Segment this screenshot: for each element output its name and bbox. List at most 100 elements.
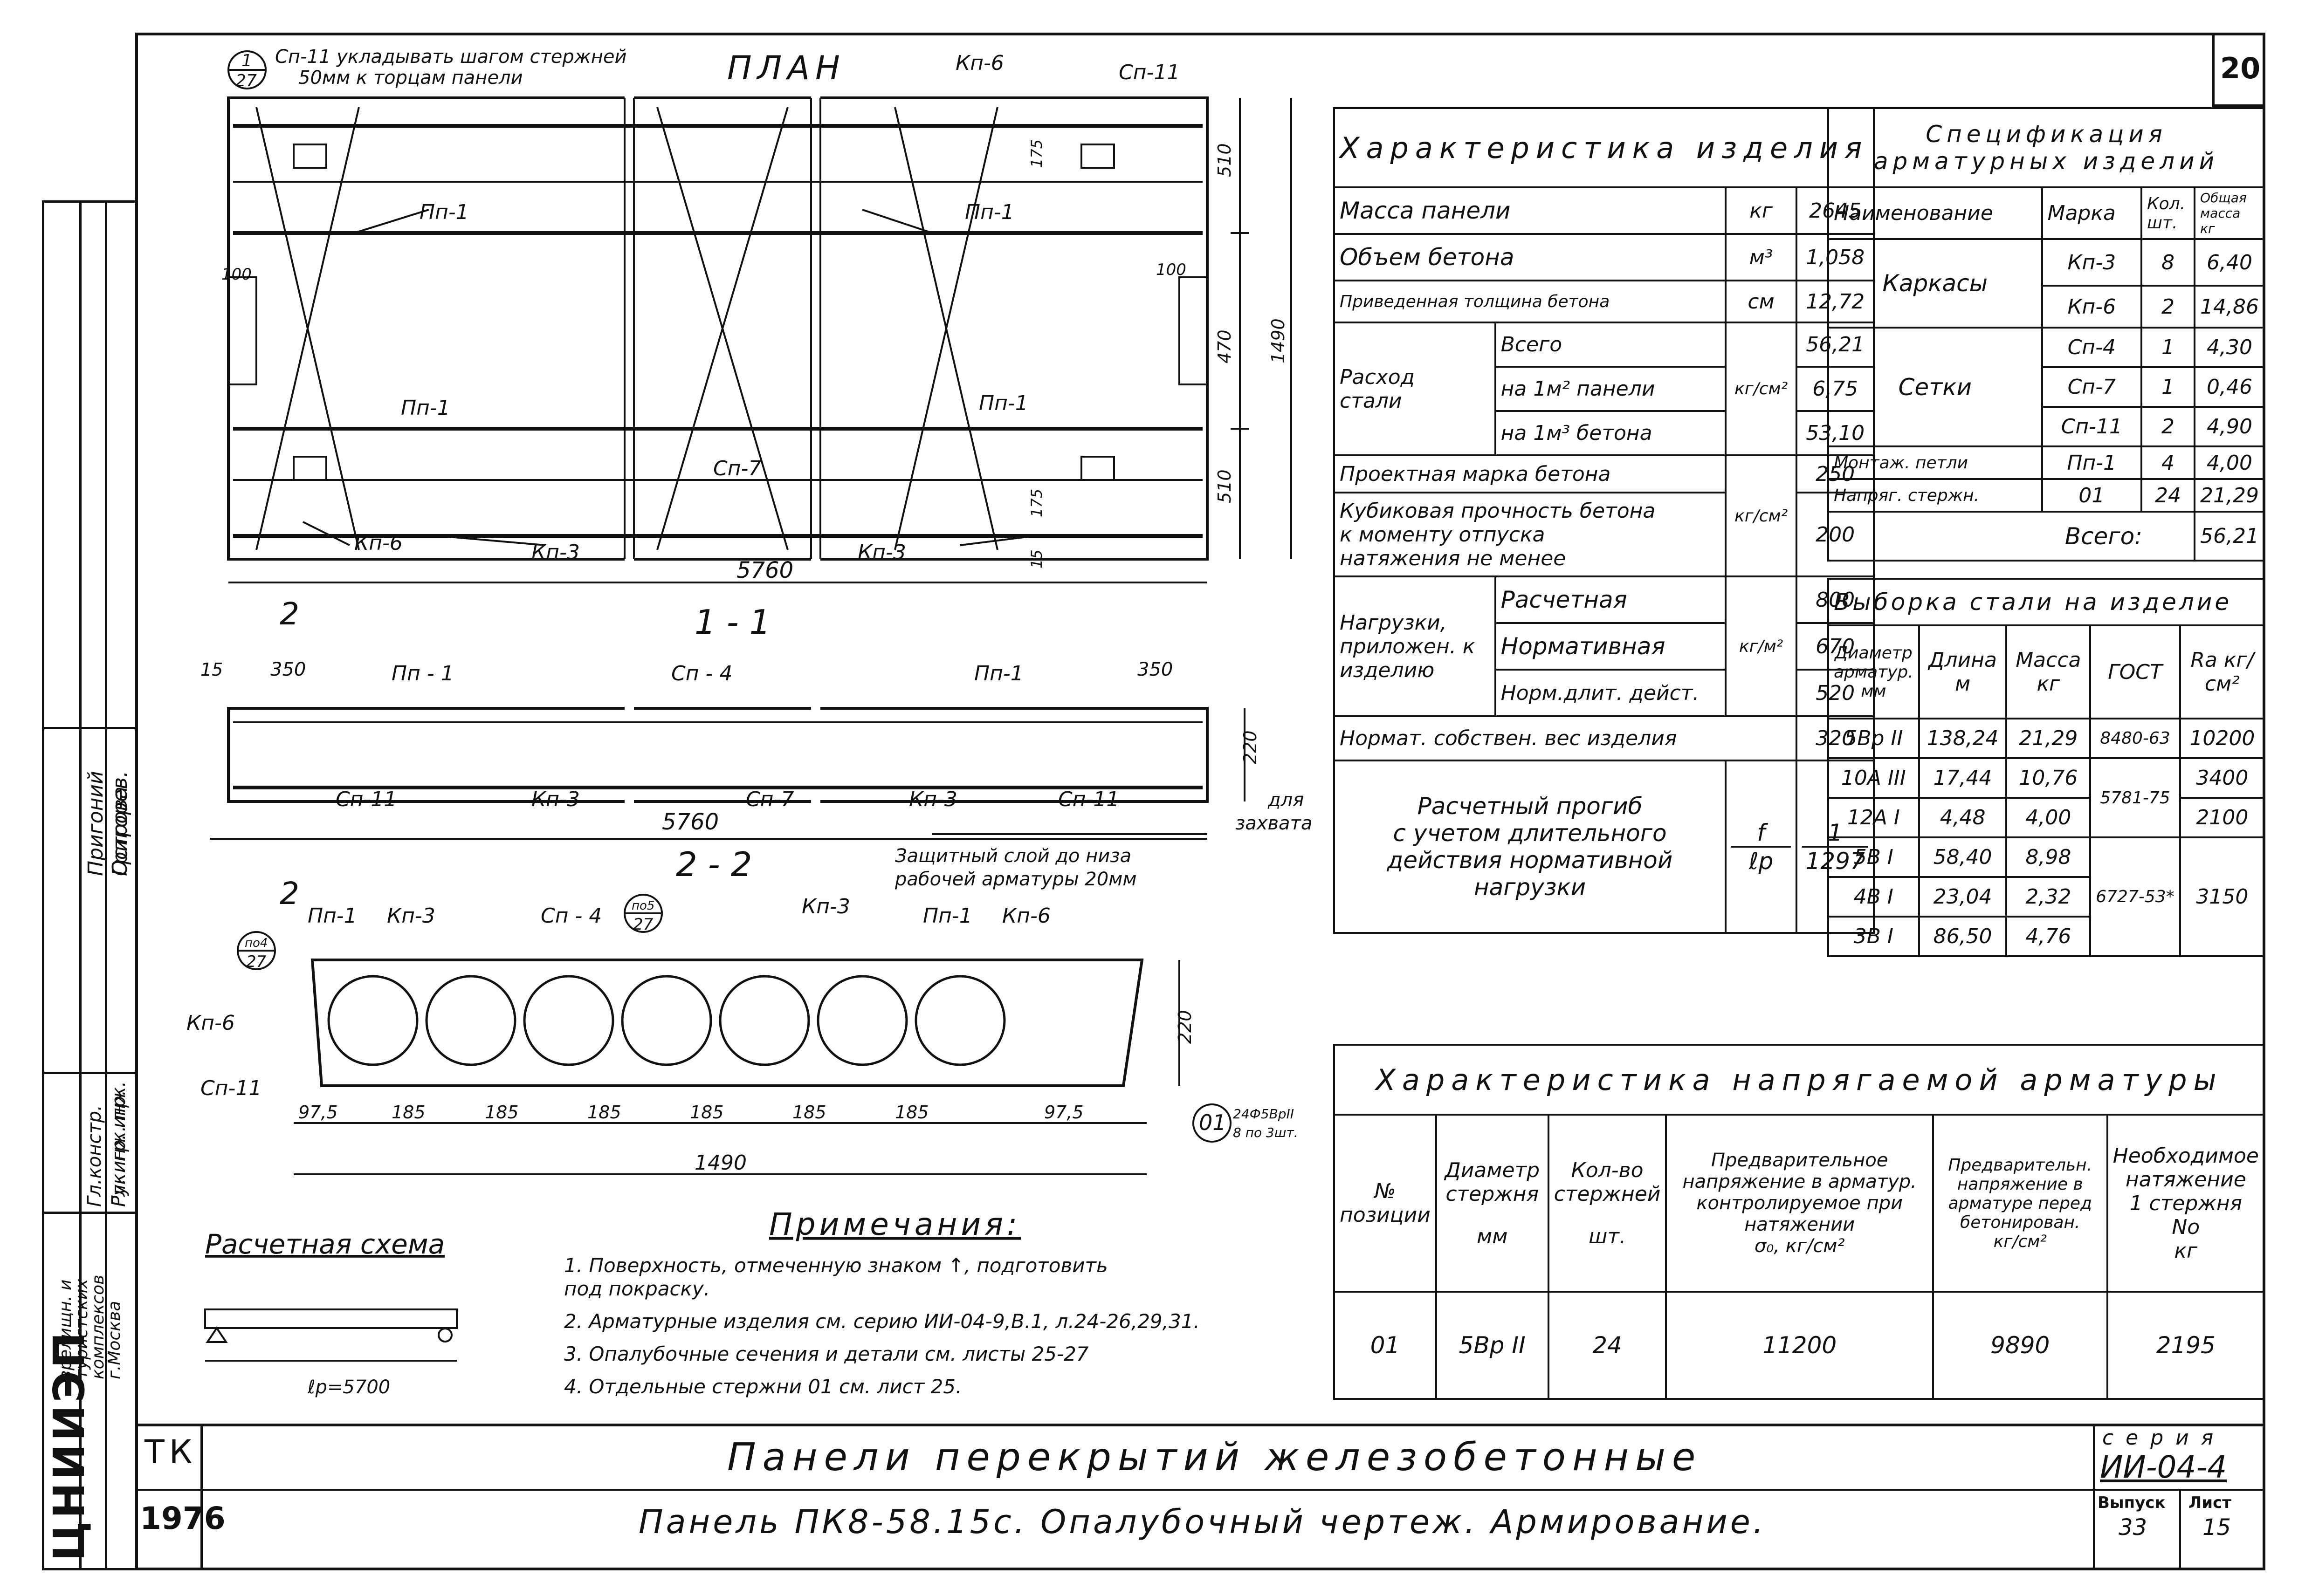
spec-group-3: Напряг. стержн.: [1827, 478, 2043, 513]
s11-grip-1: для: [1267, 789, 1304, 811]
steel-row-2: на 1м² панели: [1494, 366, 1727, 412]
s22-kp3-a: Кп-3: [387, 904, 435, 928]
spec-group-2: Монтаж. петли: [1827, 445, 2043, 480]
plan-kp6-bot: Кп-6: [354, 531, 403, 555]
ph-n-1: Необходимое: [2112, 1144, 2259, 1168]
ph-n-5: кг: [2174, 1239, 2198, 1263]
spec-mark: Сп-4: [2041, 327, 2143, 368]
plan-pp1-b: Пп-1: [965, 200, 1014, 224]
sheet-title: Панели перекрытий железобетонные: [727, 1435, 1702, 1480]
spec-mass: 14,86: [2194, 285, 2265, 329]
spec-h-mass: Общая масса кг: [2194, 186, 2265, 240]
left-stamp: [42, 200, 135, 1570]
s11-cover-2: рабочей арматуры 20мм: [895, 869, 1137, 890]
plan-kp3-a: Кп-3: [531, 541, 580, 564]
product-title: Характеристика изделия: [1333, 107, 1875, 188]
year-label: 1976: [140, 1500, 226, 1536]
spec-mass: 21,29: [2194, 478, 2265, 513]
sheet-subtitle: Панель ПК8-58.15с. Опалубочный чертеж. А…: [639, 1503, 1767, 1541]
s22-sp4: Сп - 4: [541, 904, 602, 928]
ss-gost: 8480-63: [2089, 718, 2181, 759]
s22-kp6-a: Кп-6: [186, 1011, 235, 1035]
ph-s1-5: кг/см²: [1993, 1232, 2047, 1251]
stamp-name-1: Пригоний: [84, 771, 108, 876]
ss-h-mass: Масса кг: [2005, 624, 2092, 719]
plan-d100a: 100: [221, 265, 252, 284]
cut-2-top: 2: [280, 596, 299, 632]
spec-total-label: Всего:: [1827, 511, 2196, 562]
scheme-title: Расчетная схема: [205, 1228, 445, 1260]
mass-unit: кг: [1725, 186, 1798, 235]
s11-sp7: Сп-7: [746, 788, 794, 811]
ss-mass: 4,76: [2005, 916, 2092, 957]
spec-mass: 4,00: [2194, 445, 2265, 480]
s22-total: 1490: [695, 1151, 747, 1175]
ph-s1-3: арматуре перед: [1948, 1193, 2092, 1213]
ph-d-1: Диаметр: [1445, 1158, 1540, 1182]
series-label: с е р и я: [2102, 1426, 2216, 1450]
steel-sel-table: Выборка стали на изделие Диаметр арматур…: [1827, 578, 2266, 957]
spec-mark: Сп-7: [2041, 366, 2143, 408]
ss-h-d: Диаметр арматур. мм: [1827, 624, 1920, 719]
ss-len: 17,44: [1918, 757, 2008, 799]
ph-s1-1: Предварительн.: [1948, 1155, 2092, 1175]
s22-dim-6: 185: [792, 1102, 826, 1123]
ss-h-ra: Rа кг/см²: [2179, 624, 2266, 719]
ss-ra: 2100: [2179, 797, 2266, 838]
spec-h-mark: Марка: [2041, 186, 2143, 240]
spec-title-2: арматурных изделий: [1873, 148, 2219, 175]
stamp-role-3: Рук. гр. инж.: [108, 1081, 130, 1207]
plan-pp1-a: Пп-1: [420, 200, 469, 224]
s22-sp11: Сп-11: [200, 1076, 261, 1100]
s11-sp11-b: Сп-11: [1058, 788, 1119, 811]
spec-qty: 2: [2140, 285, 2196, 329]
s22-bar-note-1: 24Ф5ВрII: [1233, 1106, 1294, 1122]
spec-qty: 4: [2140, 445, 2196, 480]
scheme-span: ℓр=5700: [307, 1377, 390, 1398]
section22-title: 2 - 2: [676, 845, 752, 884]
ph-n-3: 1 стержня: [2129, 1191, 2243, 1215]
tk-label: ТК: [144, 1433, 197, 1471]
ph-d-2: стержня: [1445, 1182, 1539, 1206]
cube-unit: кг/см²: [1725, 454, 1798, 577]
notes-title: Примечания:: [769, 1206, 1021, 1242]
spec-mark: 01: [2041, 478, 2143, 513]
plan-d175a: 175: [1028, 139, 1046, 168]
stamp-divider: [42, 1212, 135, 1214]
pr-d: 5Вр II: [1435, 1291, 1549, 1400]
defl-name-4: нагрузки: [1473, 874, 1586, 901]
plan-d510b: 510: [1214, 469, 1235, 503]
title-divider: [200, 1424, 203, 1570]
steel-name-2: стали: [1340, 389, 1402, 413]
loads-row-1: Расчетная: [1494, 575, 1727, 624]
org-logo: ЦНИИЭП: [44, 1329, 94, 1561]
steel-row-3: на 1м³ бетона: [1494, 410, 1727, 456]
ss-d: 4В I: [1827, 876, 1920, 918]
ss-mass: 2,32: [2005, 876, 2092, 918]
note-3: 3. Опалубочные сечения и детали см. лист…: [564, 1343, 1089, 1365]
ss-len: 138,24: [1918, 718, 2008, 759]
s22-bar-note-2: 8 по 3шт.: [1233, 1125, 1298, 1140]
s22-pp1-b: Пп-1: [923, 904, 972, 928]
defl-unit-top: f: [1757, 819, 1765, 846]
steel-unit: кг/см²: [1725, 322, 1798, 456]
loads-name-3: изделию: [1340, 658, 1435, 682]
spec-qty: 24: [2140, 478, 2196, 513]
s22-dim-8: 97,5: [1044, 1102, 1084, 1123]
grade-name: Проектная марка бетона: [1333, 454, 1727, 493]
s22-kp3-b: Кп-3: [802, 895, 850, 918]
cube-name-1: Кубиковая прочность бетона: [1340, 499, 1656, 523]
steel-name-1: Расход: [1340, 365, 1415, 389]
plan-pp1-d: Пп-1: [979, 391, 1028, 415]
thickness-name: Приведенная толщина бетона: [1333, 280, 1727, 323]
ss-len: 23,04: [1918, 876, 2008, 918]
pr-num: 01: [1333, 1291, 1437, 1400]
section11-title: 1 - 1: [695, 603, 771, 642]
ss-mass: 21,29: [2005, 718, 2092, 759]
s22-dim-1: 97,5: [298, 1102, 338, 1123]
s22-dim-7: 185: [895, 1102, 929, 1123]
ss-gost: 6727-53*: [2089, 836, 2181, 957]
cube-name-3: натяжения не менее: [1340, 546, 1566, 570]
